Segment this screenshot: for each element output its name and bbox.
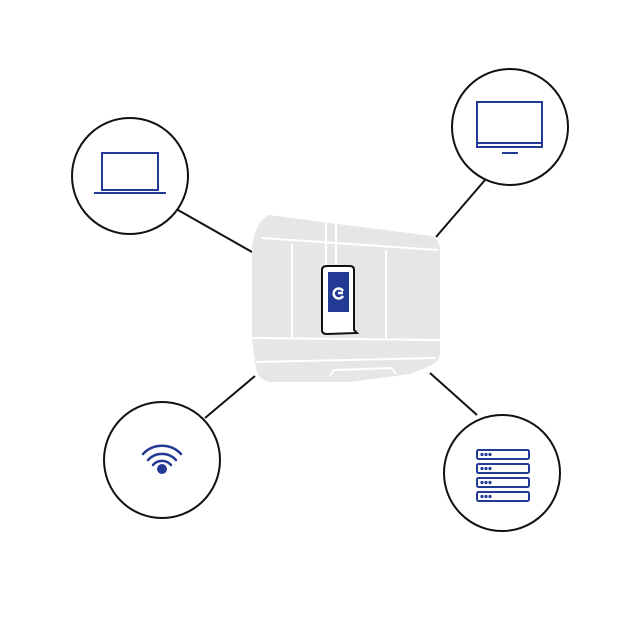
laptop-icon [94,152,166,194]
connector-laptop [177,209,253,253]
connector-monitor [435,179,486,238]
connector-wifi [204,375,256,419]
server-icon [476,449,530,502]
wifi-icon [141,444,183,474]
connectors [177,179,486,419]
printer-machine-icon [251,206,441,382]
logo-icon [332,287,345,300]
monitor-icon [476,101,543,154]
laptop-node [71,117,189,235]
monitor-node [451,68,569,186]
connector-server [429,372,478,416]
